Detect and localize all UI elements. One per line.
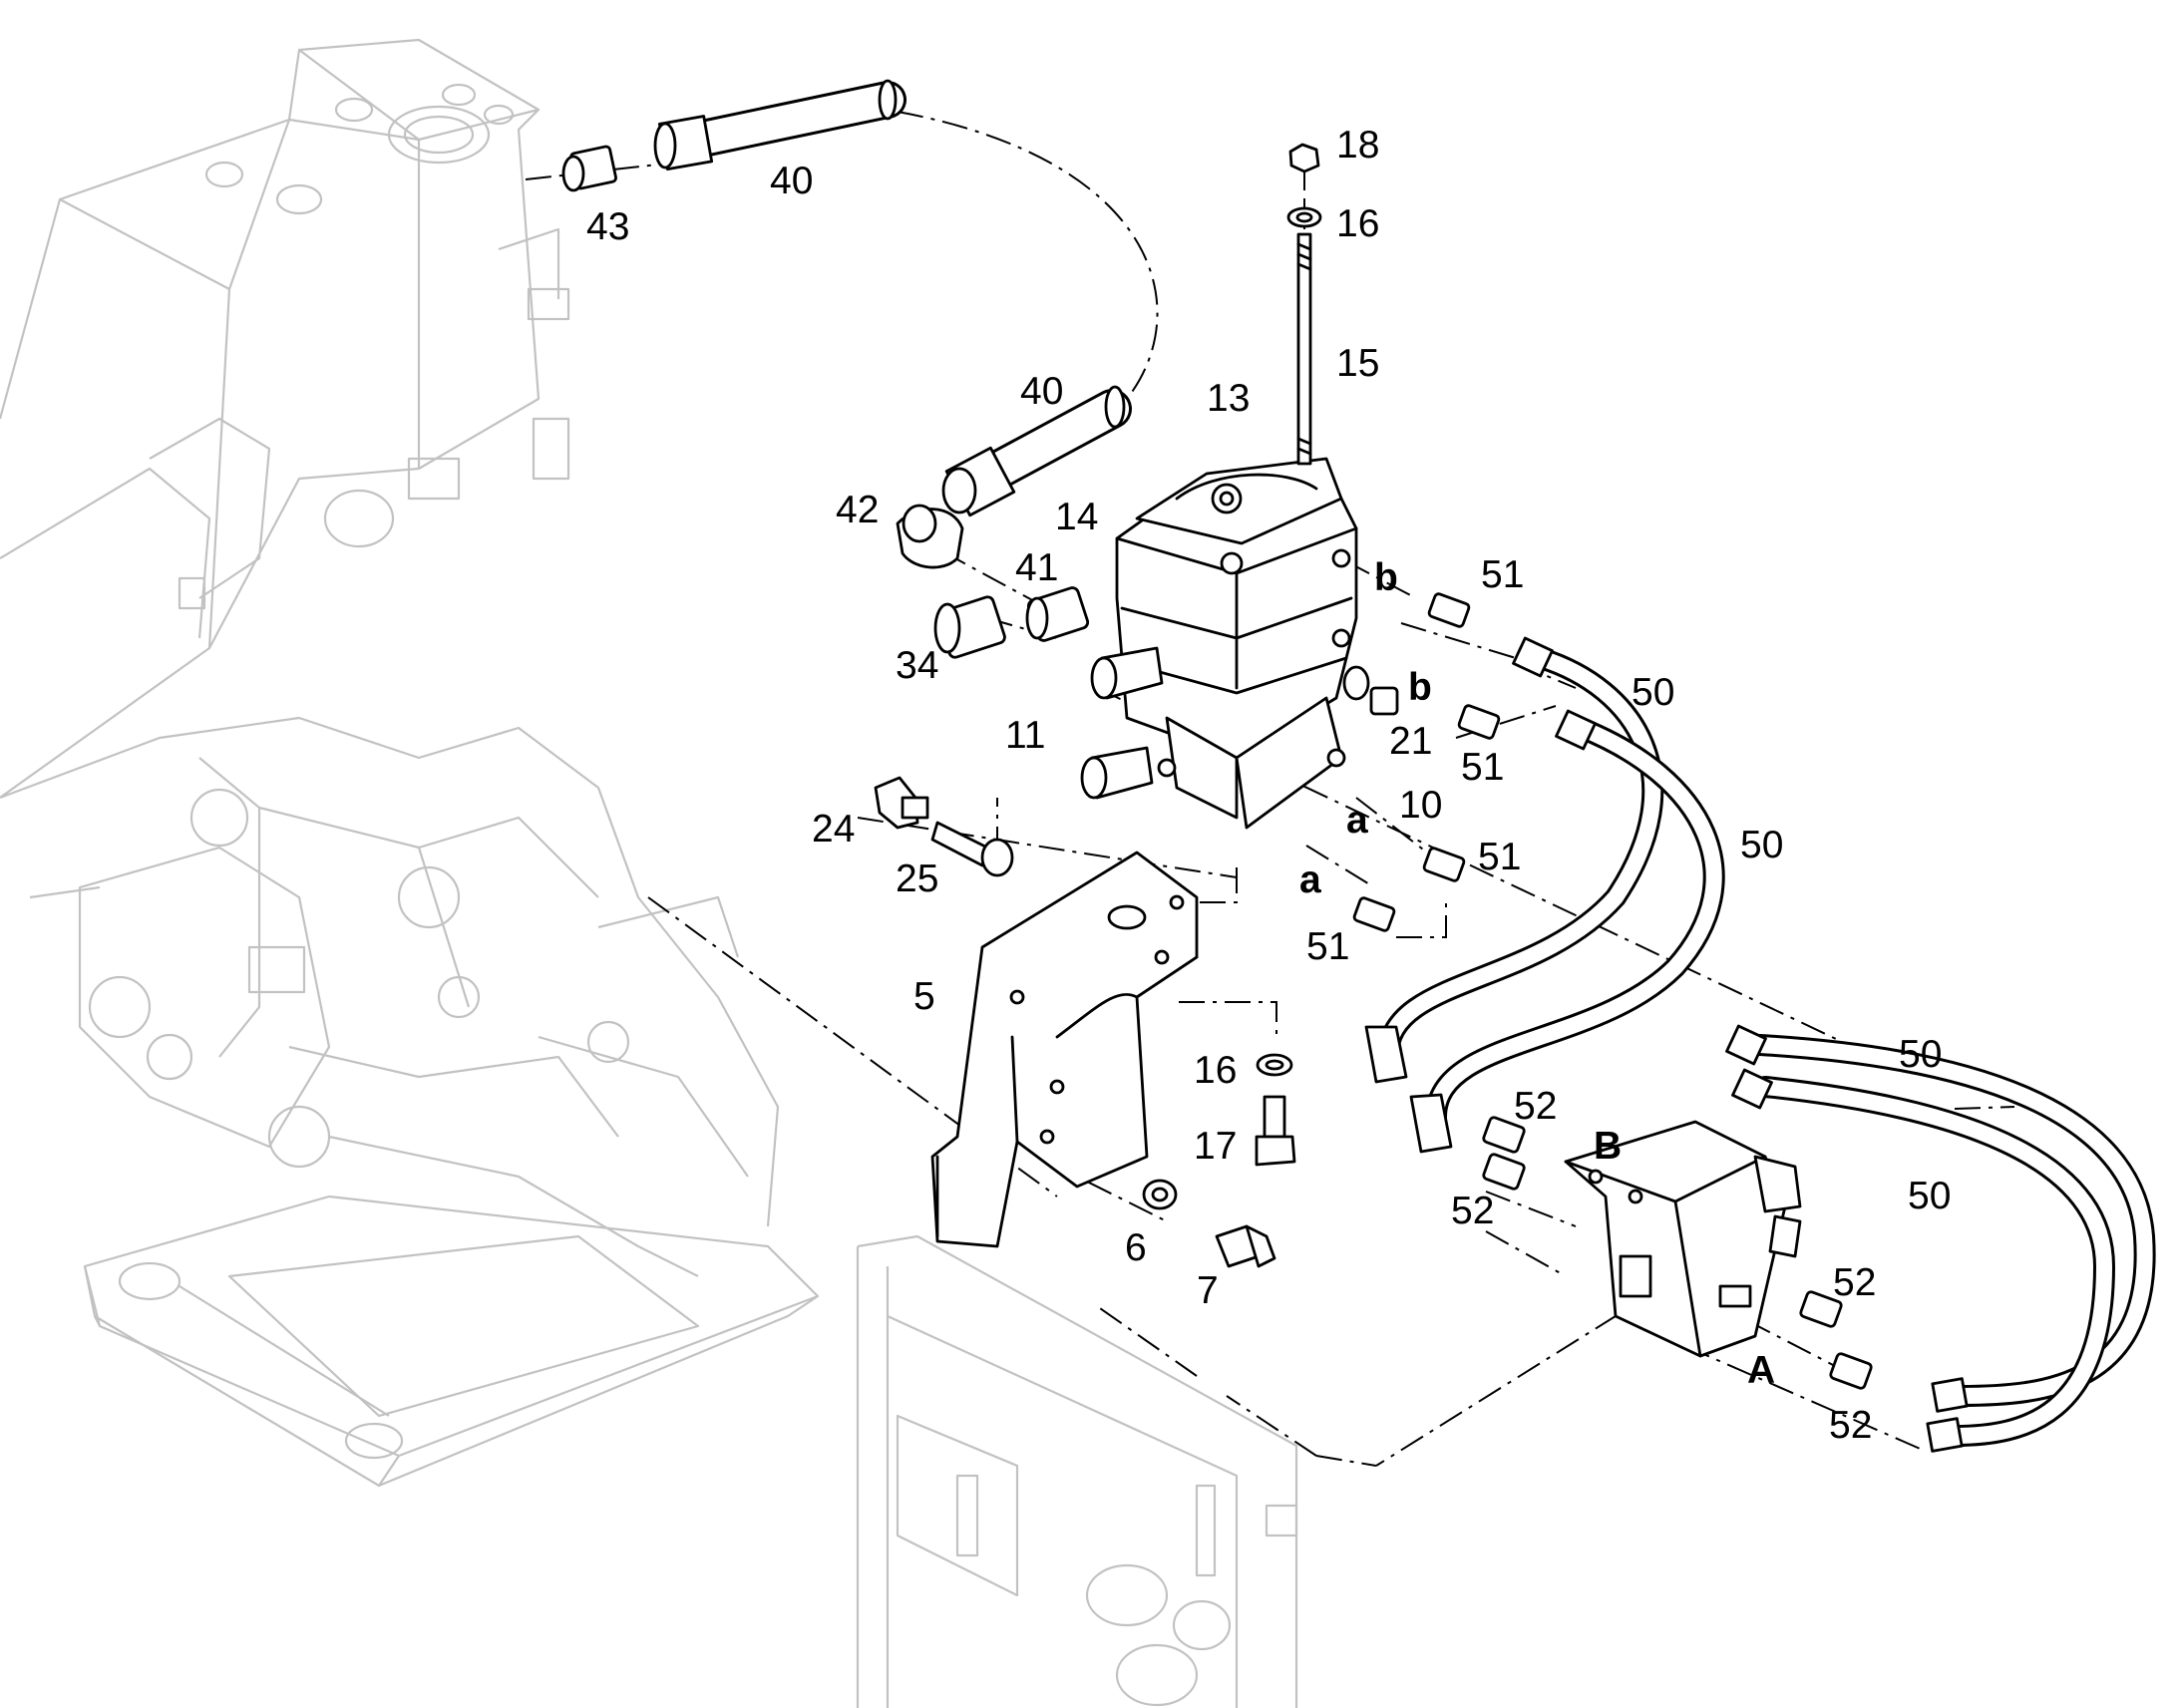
callout-50-3: 50 [1899,1033,1943,1076]
callout-50-4: 50 [1908,1175,1952,1217]
valve-block-AB [1564,1120,1802,1358]
callout-16-upper: 16 [1336,202,1380,245]
callout-51-2: 51 [1461,746,1505,789]
callout-42: 42 [836,489,880,531]
hose-40-lower [941,385,1132,517]
callout-7: 7 [1197,1269,1219,1312]
callout-40-lower: 40 [1020,370,1064,413]
port-label-a-lower: a [1299,858,1321,901]
callout-13: 13 [1207,377,1251,420]
fitting-43 [561,145,617,192]
fitting-24 [874,776,929,830]
callout-50-1: 50 [1632,671,1675,714]
callout-24: 24 [812,808,856,851]
callout-52-2: 52 [1451,1190,1495,1232]
callout-50-2: 50 [1740,824,1784,866]
washer-6 [1142,1179,1178,1210]
callout-34: 34 [896,644,939,687]
machine-swing-bracket [0,716,780,1277]
washer-16-lower [1256,1053,1293,1077]
callout-51-1: 51 [1481,553,1525,596]
callout-17: 17 [1194,1125,1238,1168]
callout-41: 41 [1015,546,1059,589]
callout-14: 14 [1055,496,1099,538]
callout-52-1: 52 [1514,1085,1558,1128]
callout-25: 25 [896,857,939,900]
stud-15 [1296,232,1312,466]
bolt-17 [1255,1095,1296,1167]
hose-end-fittings [1364,636,1969,1453]
port-label-a-upper: a [1346,799,1368,842]
fitting-41 [1025,586,1090,642]
machine-tank-housing [0,38,570,799]
port-label-b-lower: b [1408,666,1432,709]
callout-21: 21 [1389,720,1433,763]
callout-10: 10 [1399,784,1443,827]
port-label-A: A [1747,1349,1776,1392]
fitting-42 [896,504,964,569]
machine-cab-frame [856,1234,1298,1708]
bracket-5 [930,851,1199,1248]
callout-40-upper: 40 [770,160,814,202]
fitting-25 [930,821,1014,877]
fitting-34 [933,595,1006,659]
fitting-51-set [1352,592,1501,932]
fitting-21 [1369,686,1399,716]
callout-43: 43 [586,205,630,248]
hose-40-upper [653,79,907,171]
port-label-b-upper: b [1374,556,1398,599]
callout-51-3: 51 [1478,836,1522,878]
nut-18 [1288,143,1320,173]
callout-5: 5 [913,975,935,1018]
callout-51-4: 51 [1306,925,1350,968]
callout-15: 15 [1336,342,1380,385]
port-label-B: B [1594,1125,1623,1168]
fitting-52-set [1482,1116,1873,1390]
washer-16-upper [1286,206,1322,228]
callout-52-3: 52 [1833,1261,1877,1304]
callout-18: 18 [1336,124,1380,167]
callout-16-lower: 16 [1194,1049,1238,1092]
machine-lower-frame [83,1195,820,1488]
callout-6: 6 [1125,1226,1147,1269]
control-valve-block [1080,457,1370,830]
callout-11: 11 [1005,714,1046,757]
callout-52-4: 52 [1829,1404,1873,1447]
hose-50-set [1376,647,2156,1447]
bolt-7 [1215,1224,1276,1268]
